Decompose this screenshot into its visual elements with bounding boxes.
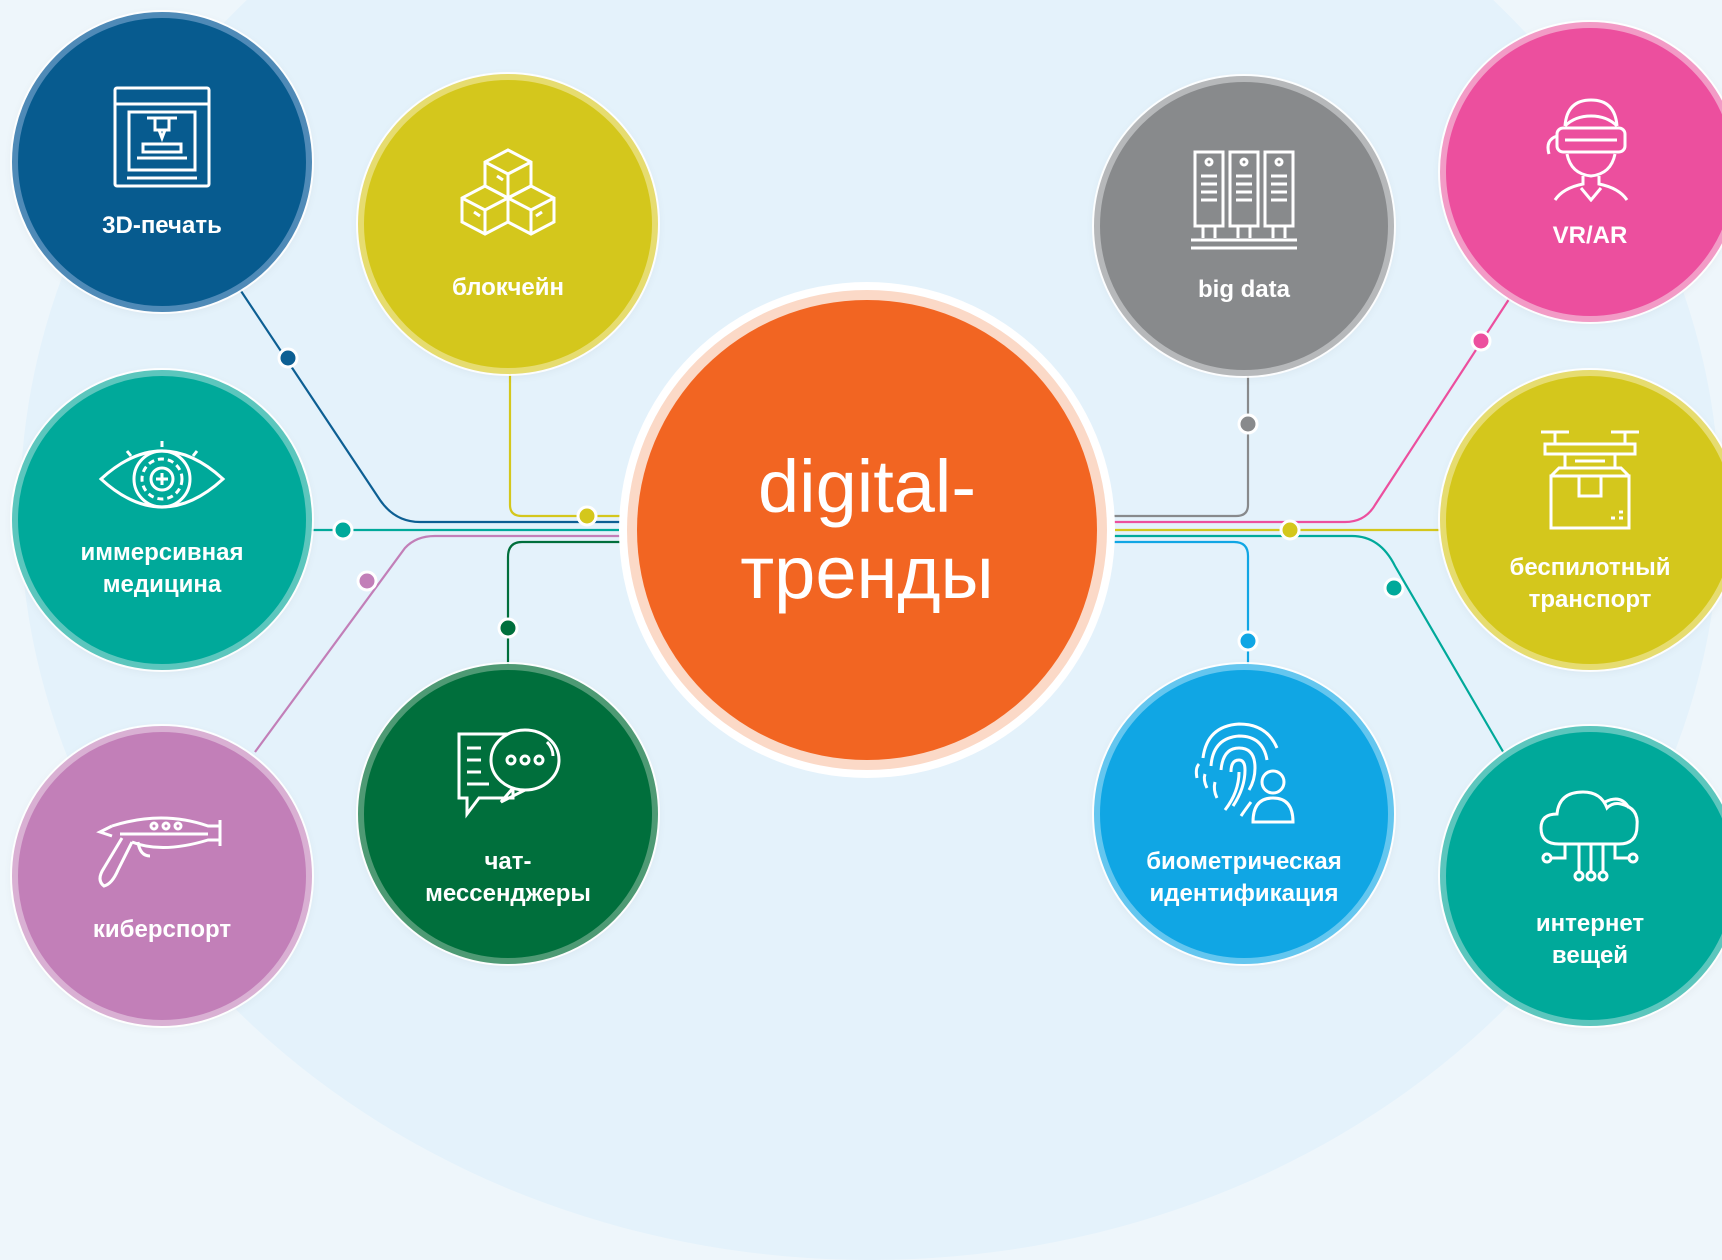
server-racks-icon <box>1191 150 1297 250</box>
eye-icon <box>98 441 226 509</box>
fingerprint-icon <box>1194 722 1295 824</box>
blocks-icon <box>460 148 556 236</box>
connector-esport <box>254 534 650 753</box>
node-vr-ar: VR/AR <box>1440 22 1722 322</box>
node-big-data: big data <box>1094 76 1394 376</box>
3d-printer-icon <box>113 86 211 188</box>
connector-chat <box>506 540 650 680</box>
node-drone-transport: беспилотный транспорт <box>1440 370 1722 670</box>
node-iot: интернет вещей <box>1440 726 1722 1026</box>
connector-dot-3d <box>277 347 299 369</box>
connector-dot-chat <box>497 617 519 639</box>
node-blockchain: блокчейн <box>358 74 658 374</box>
node-label-3d: 3D-печать <box>102 212 222 239</box>
connector-dot-bio <box>1237 630 1259 652</box>
connector-dot-drone <box>1279 519 1301 541</box>
connector-dot-iot <box>1383 577 1405 599</box>
node-label-drone-transport: беспилотный транспорт <box>1509 554 1671 613</box>
connector-dot-vrar <box>1470 330 1492 352</box>
node-3d-printing: 3D-печать <box>12 12 312 312</box>
connector-dot-esport <box>356 570 378 592</box>
center-title-line1: digital- <box>758 445 976 528</box>
vr-headset-icon <box>1546 98 1629 202</box>
node-label-vr-ar: VR/AR <box>1552 222 1628 249</box>
connector-bigdata <box>1084 372 1250 518</box>
connector-iot <box>1084 534 1506 756</box>
connector-vrar <box>1084 289 1516 524</box>
connector-blockchain <box>508 370 650 518</box>
node-esports: киберспорт <box>12 726 312 1026</box>
node-label-immersive-medicine: иммерсивная медицина <box>80 539 244 598</box>
center-title-line2: тренды <box>740 531 994 614</box>
chat-bubbles-icon <box>457 728 561 819</box>
cloud-network-icon <box>1539 790 1639 882</box>
node-label-iot: интернет вещей <box>1535 910 1645 969</box>
node-label-blockchain: блокчейн <box>451 274 565 301</box>
connector-dot-blockchain <box>576 505 598 527</box>
node-label-esports: киберспорт <box>92 916 232 943</box>
node-label-big-data: big data <box>1197 276 1290 303</box>
node-label-biometric-id: биометрическая идентификация <box>1146 848 1342 907</box>
connector-3d <box>234 281 650 524</box>
center-circle: digital- тренды <box>637 300 1097 760</box>
node-label-chat-messengers: чат- мессенджеры <box>425 848 591 907</box>
connector-dot-bigdata <box>1237 413 1259 435</box>
blaster-icon <box>96 816 222 888</box>
node-chat-messengers: чат- мессенджеры <box>358 664 658 964</box>
node-immersive-medicine: иммерсивная медицина <box>12 370 312 670</box>
connector-lines <box>234 281 1516 756</box>
node-biometric-id: биометрическая идентификация <box>1094 664 1394 964</box>
connector-dot-med <box>332 519 354 541</box>
drone-icon <box>1541 430 1639 530</box>
connector-bio <box>1084 540 1250 665</box>
